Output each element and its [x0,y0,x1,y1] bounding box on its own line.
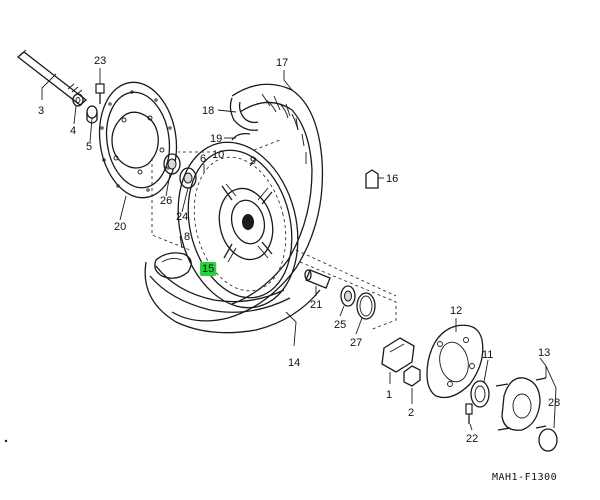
callout-3: 3 [38,105,44,117]
callout-27: 27 [350,337,362,349]
rim-band-part [231,132,251,141]
nut-part [403,365,421,387]
callout-21: 21 [310,299,322,311]
callout-12: 12 [450,305,462,317]
callout-17: 17 [276,57,288,69]
callout-23: 23 [94,55,106,67]
bolt-22-part [465,403,473,424]
tire-part [171,83,324,322]
bearing-25-part [340,285,356,307]
valve-cap-part [365,169,379,189]
leader-lines [41,68,557,431]
o-ring-part [538,428,558,452]
callout-26: 26 [160,195,172,207]
damper-holder-part [381,337,415,373]
drawing-code: MAH1-F1300 [492,472,557,483]
callout-16: 16 [386,173,398,185]
flange-part [495,377,547,431]
callout-13: 13 [538,347,550,359]
callout-4: 4 [70,125,76,137]
wheel-rim-part [144,141,321,334]
callout-19: 19 [210,133,222,145]
callout-11: 11 [482,349,493,361]
callout-25: 25 [334,319,346,331]
callout-2: 2 [408,407,414,419]
seal-27-part [356,292,376,320]
callout-14: 14 [288,357,300,369]
callout-8: 8 [184,231,190,243]
callout-15: 15 [202,263,214,275]
callout-28: 28 [548,397,560,409]
callout-18: 18 [202,105,214,117]
tube-part [229,97,259,131]
callout-1: 1 [386,389,392,401]
bolt-part [95,83,105,104]
callout-22: 22 [466,433,478,445]
callout-20: 20 [114,221,126,233]
highlight-marker [200,262,217,276]
valve-stem-part [154,252,192,279]
sprocket-part [426,324,484,399]
hub-part [218,183,274,263]
callout-24: 24 [176,211,188,223]
callout-9: 9 [250,155,256,167]
spacer-part [304,269,331,289]
callout-6: 6 [200,153,206,165]
callout-10: 10 [212,149,224,161]
callout-5: 5 [86,141,92,153]
corner-dot [4,439,8,443]
brake-disc-part [98,81,178,199]
washer-part [72,93,84,107]
callout-labels: 3 4 5 23 20 17 18 19 10 6 9 26 24 8 15 1… [38,55,560,445]
seal-11-part [470,380,490,408]
